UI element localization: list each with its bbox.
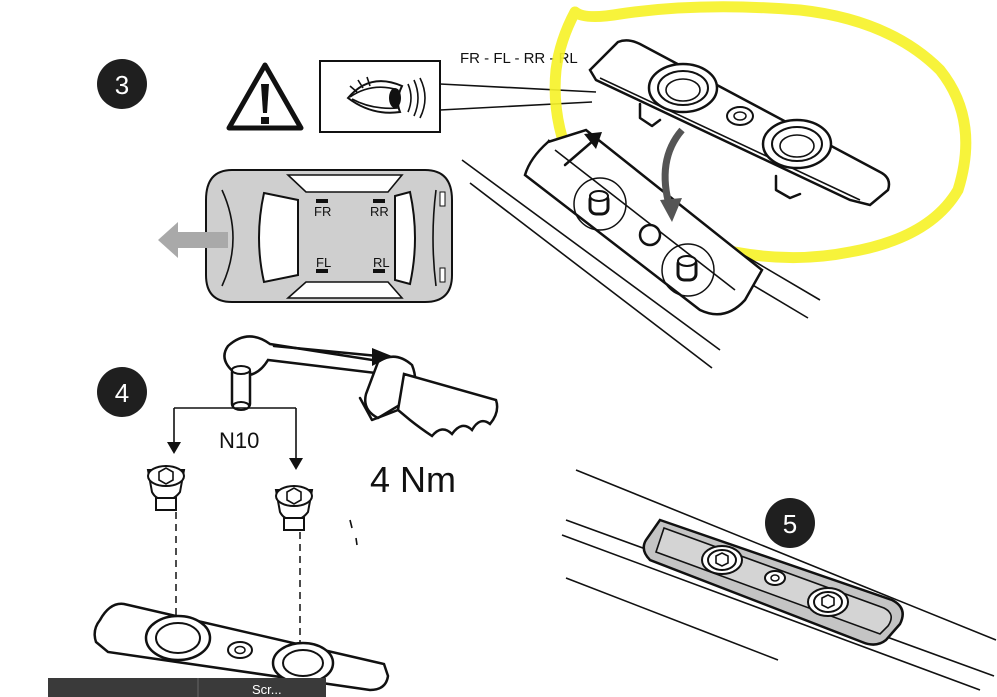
base-plate xyxy=(523,128,764,316)
label-fl: FL xyxy=(316,255,331,270)
stud-icon xyxy=(676,255,698,282)
bottom-bar: Scr... xyxy=(48,678,326,697)
wrench-icon xyxy=(223,335,499,438)
label-fr: FR xyxy=(314,204,331,219)
step-4-number: 4 xyxy=(115,378,129,408)
position-sequence: FR - FL - RR - RL xyxy=(460,50,578,67)
stud-icon xyxy=(588,190,610,216)
eye-inspection-icon xyxy=(319,60,441,133)
step-3-number: 3 xyxy=(115,70,129,100)
label-rr: RR xyxy=(370,204,389,219)
installed-bracket xyxy=(642,518,904,646)
label-rl: RL xyxy=(373,255,390,270)
step-3-badge: 3 xyxy=(97,59,147,109)
step-5-badge: 5 xyxy=(765,498,815,548)
screw-icon xyxy=(274,485,314,531)
step-5-number: 5 xyxy=(783,509,797,539)
car-top-view: FR RR FL RL xyxy=(205,169,453,303)
screw-icon xyxy=(807,587,849,617)
forward-arrow-icon xyxy=(158,222,228,258)
wrench-size-label: N10 xyxy=(219,428,259,453)
screw-icon xyxy=(146,465,186,511)
bottom-bar-text: Scr... xyxy=(252,682,282,697)
screw-icon xyxy=(701,545,743,575)
mounting-bracket xyxy=(93,602,390,692)
mounting-bracket xyxy=(588,39,891,207)
step-4-badge: 4 xyxy=(97,367,147,417)
warning-icon xyxy=(226,62,304,131)
curved-arrow-icon xyxy=(661,127,685,209)
torque-value: 4 Nm xyxy=(370,459,456,500)
